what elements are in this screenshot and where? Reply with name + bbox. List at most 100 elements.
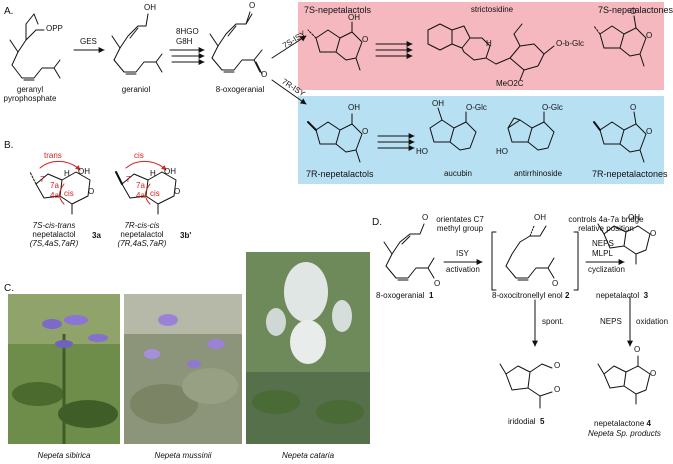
- b-left-7a: 7a: [50, 181, 59, 190]
- b-right-o: O: [174, 187, 181, 196]
- r-nepetalactone-o2: O: [646, 127, 653, 136]
- antirrhinoside-label: antirrhinoside: [513, 169, 563, 178]
- b-right-structure: [115, 161, 177, 215]
- d-iridodial-label: iridodial 5: [508, 417, 545, 426]
- panel-c-letter: C.: [4, 283, 14, 294]
- enzyme-g8h-label: G8H: [176, 37, 193, 46]
- neps-oxidation-neps: NEPS: [600, 317, 622, 326]
- ges-label: GES: [80, 37, 97, 46]
- spont-label: spont.: [542, 317, 564, 326]
- b-left-oh: OH: [78, 167, 90, 176]
- strictosidine-o-b-glc: O-b-Glc: [556, 39, 584, 48]
- d-oxo-o2: O: [434, 279, 441, 288]
- note-orientates: orientates C7 methyl group: [436, 215, 484, 233]
- enol-oh: OH: [534, 213, 546, 222]
- label-nepeta-cataria: Nepeta cataria: [281, 451, 335, 460]
- nepeta-cataria-image: [246, 252, 370, 444]
- b-left-structure: [29, 161, 91, 215]
- opp-label: OPP: [46, 24, 63, 33]
- d-oxo-o1: O: [422, 213, 429, 222]
- aucubin-o-glc: O-Glc: [466, 103, 487, 112]
- b-right-name: 7R-cis-cis nepetalactol (7R,4aS,7aR): [117, 221, 167, 248]
- r-nepetalactone-o: O: [630, 103, 637, 112]
- d-nepetalactone-label: nepetalactone 4: [594, 419, 651, 428]
- iridodial-o1: O: [554, 361, 561, 370]
- activation-label: activation: [446, 265, 480, 274]
- panel-a-letter: A.: [4, 6, 14, 17]
- cyclization-label: cyclization: [588, 265, 625, 274]
- strictosidine-structure: [427, 23, 555, 81]
- s-nepetalactol-o: O: [362, 35, 369, 44]
- d-oxogeranial-structure: [383, 223, 435, 281]
- b-right-cis: cis: [150, 189, 160, 198]
- d-enol-label: 8-oxocitronellyl enol 2: [492, 291, 570, 300]
- d-nepetalactol-structure: [597, 223, 651, 265]
- panel-d-letter: D.: [372, 217, 382, 228]
- s-nepetalactones-label: 7S-nepetalactones: [598, 5, 673, 15]
- isy-7s-arrow: [271, 35, 307, 59]
- d-oxogeranial-label: 8-oxogeranial 1: [376, 291, 434, 300]
- aucubin-structure: [429, 107, 477, 151]
- strictosidine-h: H: [486, 39, 492, 48]
- b-left-name: 7S-cis-trans nepetalactol (7S,4aS,7aR): [29, 221, 79, 248]
- iridodial-o2: O: [554, 385, 561, 394]
- r-nepetalactones-label: 7R-nepetalactones: [592, 169, 668, 179]
- b-left-4a: 4a: [50, 191, 59, 200]
- nepeta-mussinii-image: [124, 294, 242, 444]
- geranyl-pyrophosphate-label: geranyl pyrophosphate: [3, 85, 57, 103]
- d-nepetalactol-label: nepetalactol 3: [596, 291, 649, 300]
- b-right-id: 3b': [180, 231, 192, 240]
- label-nepeta-mussinii: Nepeta mussinii: [154, 451, 212, 460]
- note-controls: controls 4a-7a bridge relative position: [568, 215, 644, 233]
- b-left-h: H: [64, 169, 70, 178]
- b-left-cis: cis: [64, 189, 74, 198]
- nepeta-sibirica-image: [8, 294, 120, 444]
- iridodial-structure: [499, 363, 553, 409]
- b-left-o: O: [88, 187, 95, 196]
- aucubin-oh: OH: [432, 99, 444, 108]
- geraniol-oh-label: OH: [144, 3, 156, 12]
- r-nepetalactone-structure: [593, 111, 647, 163]
- photo-nepeta-cataria: [246, 252, 370, 444]
- enol-o: O: [552, 279, 559, 288]
- oxo-o-label: O: [249, 1, 256, 10]
- bracket-left: [491, 231, 497, 291]
- s-nepetalactone-structure: [593, 15, 647, 67]
- b-right-7a: 7a: [136, 181, 145, 190]
- s-nepetalactols-label: 7S-nepetalactols: [304, 5, 372, 15]
- antirrhinoside-structure: [507, 111, 555, 151]
- oxo-o2-label: O: [261, 70, 268, 79]
- s-nepetalactone-o2: O: [646, 31, 653, 40]
- antirrhinoside-o-glc: O-Glc: [542, 103, 563, 112]
- d-nepetalactol-o: O: [650, 229, 657, 238]
- geranyl-pyrophosphate-structure: [9, 13, 61, 81]
- d-nepetalactol-oh: OH: [628, 213, 640, 222]
- s-nepetalactol-structure: [307, 21, 363, 71]
- b-right-4a: 4a: [136, 191, 145, 200]
- antirrhinoside-ho: HO: [496, 147, 508, 156]
- enol-structure: [505, 225, 555, 281]
- d-nepetalactone-o1: O: [634, 345, 641, 354]
- d-nepetalactone-structure: [597, 355, 651, 405]
- aucubin-ho: HO: [416, 147, 428, 156]
- oxogeranial-label: 8-oxogeranial: [215, 85, 265, 94]
- photo-nepeta-mussinii: [124, 294, 242, 444]
- r-nepetalactols-label: 7R-nepetalactols: [306, 169, 374, 179]
- mlpl-label: MLPL: [592, 249, 613, 258]
- strictosidine-meo2c: MeO2C: [496, 79, 524, 88]
- photo-nepeta-sibirica: [8, 294, 120, 444]
- b-left-7: 7: [40, 175, 45, 184]
- oxogeranial-structure: [209, 11, 263, 75]
- r-nepetalactol-oh: OH: [348, 103, 360, 112]
- oxidation-label: oxidation: [636, 317, 669, 326]
- s-nepetalactone-o: O: [630, 7, 637, 16]
- d-nepetalactone-o2: O: [650, 369, 657, 378]
- products-label: Nepeta Sp. products: [588, 429, 661, 438]
- r-nepetalactol-o: O: [362, 127, 369, 136]
- b-right-7: 7: [126, 175, 131, 184]
- trans-label: trans: [44, 151, 62, 160]
- isy-7r-arrow: [271, 79, 307, 105]
- b-right-h: H: [150, 169, 156, 178]
- enzyme-8hgo-label: 8HGO: [176, 27, 199, 36]
